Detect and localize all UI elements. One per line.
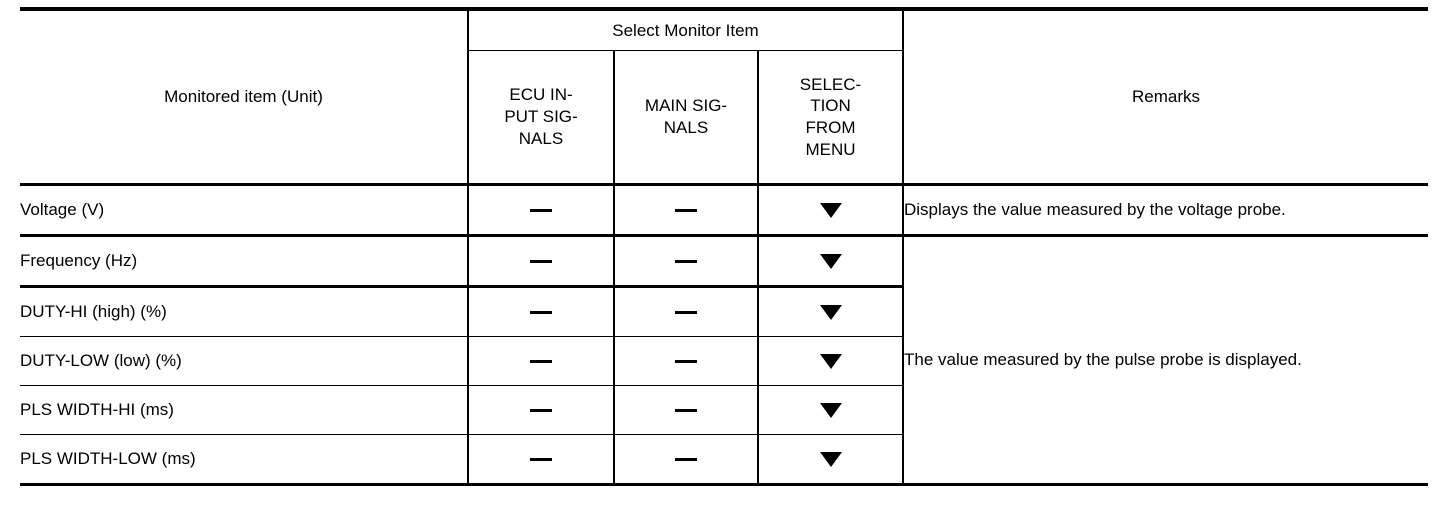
cell-voltage-ecu-input-signals	[468, 184, 615, 237]
cell-duty-hi-ecu-input-signals	[468, 286, 615, 337]
cell-pls-width-low-main-signals	[614, 434, 759, 486]
column-header-main-signals: MAIN SIG- NALS	[614, 50, 759, 186]
triangle-down-icon	[819, 354, 842, 370]
column-header-ecu-input-signals-line2: PUT SIG-	[504, 107, 578, 127]
column-header-selection-from-menu-line1: SELEC-	[799, 74, 862, 94]
triangle-down-icon	[819, 254, 842, 270]
row-label-duty-hi: DUTY-HI (high) (%)	[20, 286, 469, 337]
table-header: Monitored item (Unit) Select Monitor Ite…	[20, 7, 1428, 186]
column-header-main-signals-line1: MAIN SIG-	[644, 96, 728, 116]
table-row: Frequency (Hz) The value measured by the…	[20, 235, 1428, 486]
column-header-selection-from-menu-line3: FROM	[805, 118, 856, 137]
column-header-selection-from-menu-line4: MENU	[805, 139, 856, 159]
column-header-ecu-input-signals: ECU IN- PUT SIG- NALS	[468, 50, 615, 186]
cell-duty-hi-main-signals	[614, 286, 759, 337]
triangle-down-icon	[819, 452, 842, 468]
cell-duty-low-selection-from-menu	[758, 336, 904, 386]
cell-pls-width-low-ecu-input-signals	[468, 434, 615, 486]
row-label-voltage: Voltage (V)	[20, 184, 469, 237]
dash-icon	[675, 360, 697, 364]
header-row-subcolumns: ECU IN- PUT SIG- NALS MAIN SIG- NALS SEL…	[20, 50, 1428, 186]
triangle-down-icon	[819, 403, 842, 419]
dash-icon	[675, 458, 697, 462]
row-label-pls-width-hi: PLS WIDTH-HI (ms)	[20, 385, 469, 435]
dash-icon	[675, 260, 697, 264]
cell-voltage-selection-from-menu	[758, 184, 904, 237]
column-header-ecu-input-signals-line1: ECU IN-	[509, 85, 573, 105]
triangle-down-icon	[819, 203, 842, 219]
remarks-cell-pulse-probe: The value measured by the pulse probe is…	[903, 235, 1428, 486]
column-header-selection-from-menu-line2: TION	[810, 96, 851, 116]
remarks-cell-voltage: Displays the value measured by the volta…	[903, 184, 1428, 237]
dash-icon	[675, 409, 697, 413]
cell-frequency-main-signals	[614, 235, 759, 288]
table-row: PLS WIDTH-HI (ms)	[20, 385, 1428, 435]
column-header-select-monitor-item: Select Monitor Item	[468, 7, 904, 51]
row-label-frequency: Frequency (Hz)	[20, 235, 469, 288]
table-row: DUTY-HI (high) (%)	[20, 286, 1428, 337]
cell-voltage-main-signals	[614, 184, 759, 237]
cell-pls-width-hi-ecu-input-signals	[468, 385, 615, 435]
column-header-remarks: Remarks	[903, 7, 1428, 186]
cell-duty-hi-selection-from-menu	[758, 286, 904, 337]
cell-pls-width-low-selection-from-menu	[758, 434, 904, 486]
dash-icon	[530, 409, 552, 413]
monitor-item-table: Monitored item (Unit) Select Monitor Ite…	[20, 7, 1428, 486]
triangle-down-icon	[819, 305, 842, 321]
column-header-main-signals-line2: NALS	[663, 118, 709, 137]
cell-frequency-selection-from-menu	[758, 235, 904, 288]
dash-icon	[530, 311, 552, 315]
table-row: PLS WIDTH-LOW (ms)	[20, 434, 1428, 486]
cell-duty-low-main-signals	[614, 336, 759, 386]
table-row: Voltage (V) Displays the value measured …	[20, 184, 1428, 237]
dash-icon	[530, 209, 552, 213]
row-label-duty-low: DUTY-LOW (low) (%)	[20, 336, 469, 386]
column-header-selection-from-menu: SELEC- TION FROM MENU	[758, 50, 904, 186]
table-body: Voltage (V) Displays the value measured …	[20, 184, 1428, 486]
column-header-ecu-input-signals-line3: NALS	[518, 128, 564, 148]
cell-duty-low-ecu-input-signals	[468, 336, 615, 386]
row-label-pls-width-low: PLS WIDTH-LOW (ms)	[20, 434, 469, 486]
cell-frequency-ecu-input-signals	[468, 235, 615, 288]
dash-icon	[530, 260, 552, 264]
dash-icon	[530, 360, 552, 364]
table-row: DUTY-LOW (low) (%)	[20, 336, 1428, 386]
column-header-monitored-item: Monitored item (Unit)	[20, 7, 469, 186]
cell-pls-width-hi-main-signals	[614, 385, 759, 435]
cell-pls-width-hi-selection-from-menu	[758, 385, 904, 435]
dash-icon	[675, 311, 697, 315]
header-row-group: Monitored item (Unit) Select Monitor Ite…	[20, 7, 1428, 186]
dash-icon	[530, 458, 552, 462]
dash-icon	[675, 209, 697, 213]
